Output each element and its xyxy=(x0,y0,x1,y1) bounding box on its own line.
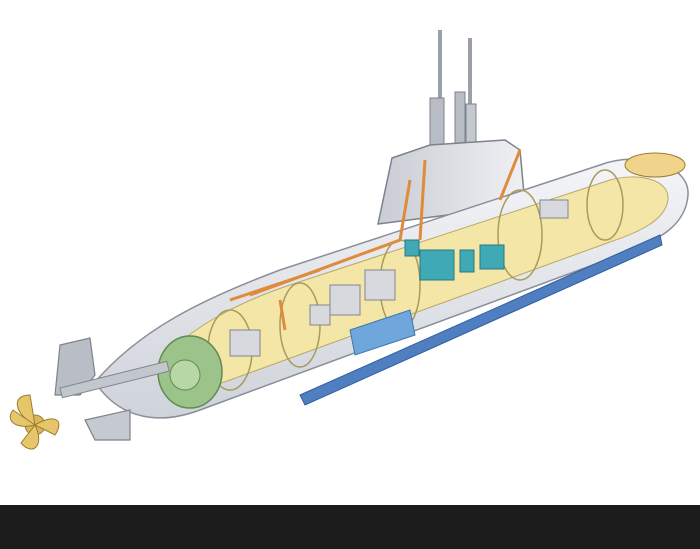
bow-cap xyxy=(624,152,686,178)
machinery-blocks xyxy=(229,199,569,357)
stern-plane xyxy=(84,409,131,441)
propeller xyxy=(9,394,60,450)
teal-equipment xyxy=(404,239,505,281)
propeller-shaft xyxy=(59,360,170,399)
submarine-cutaway-diagram xyxy=(9,30,689,450)
footer-bar xyxy=(0,505,700,549)
battery-tanks xyxy=(299,234,663,406)
piping xyxy=(229,149,522,331)
propulsion-motor xyxy=(157,335,223,409)
